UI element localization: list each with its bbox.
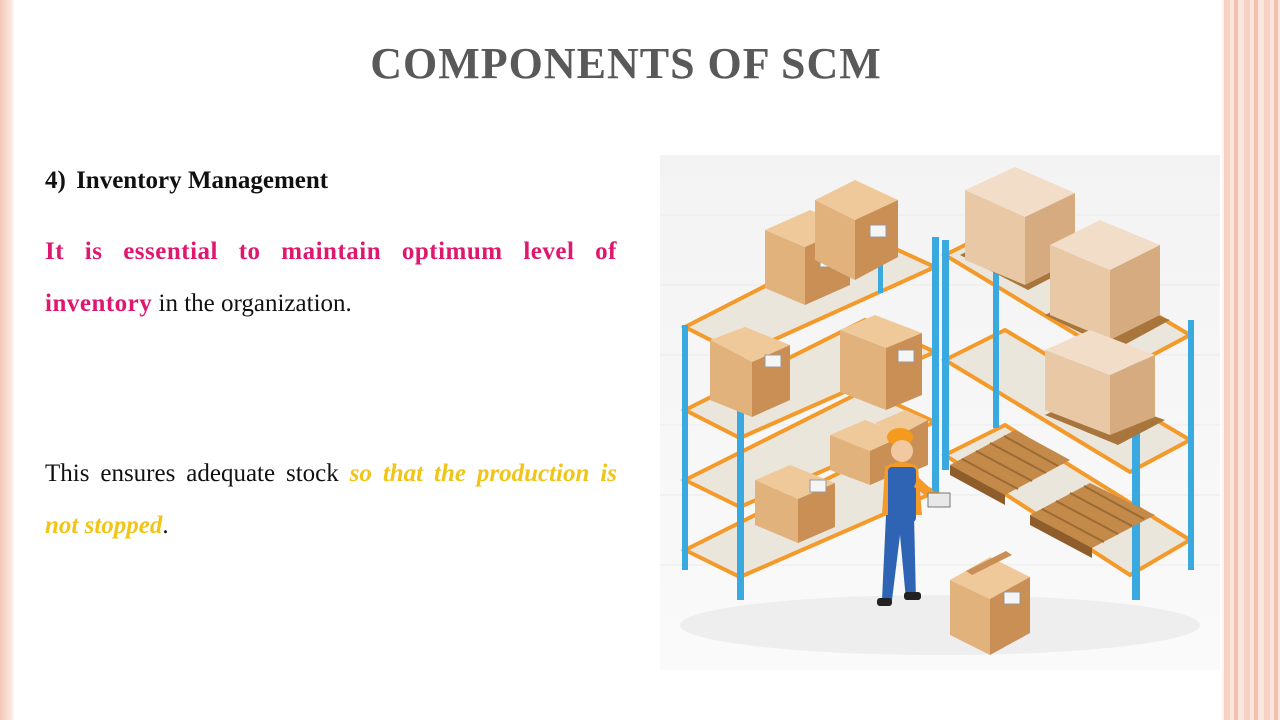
pallet-stacks (960, 167, 1170, 445)
floor-shadow (680, 595, 1200, 655)
floor-box (950, 551, 1030, 655)
section-number: 4) (45, 167, 66, 194)
paragraph-end: . (162, 512, 169, 539)
warehouse-worker (877, 428, 951, 606)
paragraph-text: This ensures adequate stock (45, 460, 350, 487)
paragraph-inventory: It is essential to maintain optimum leve… (45, 226, 617, 330)
boxes-left-shelf (710, 180, 928, 543)
slide-left-border (0, 0, 12, 720)
highlight-gold: so that the production is not stopped (45, 460, 617, 539)
highlight-pink: It is essential to maintain optimum leve… (45, 238, 617, 317)
paragraph-text: in the organization. (152, 290, 352, 317)
slide-title: COMPONENTS OF SCM (370, 39, 882, 88)
section-title: Inventory Management (76, 167, 329, 194)
empty-pallets (950, 430, 1155, 558)
slide-right-border (1224, 0, 1280, 720)
section-heading: 4) Inventory Management (45, 167, 332, 195)
paragraph-stock: This ensures adequate stock so that the … (45, 448, 617, 552)
warehouse-illustration (660, 155, 1220, 670)
